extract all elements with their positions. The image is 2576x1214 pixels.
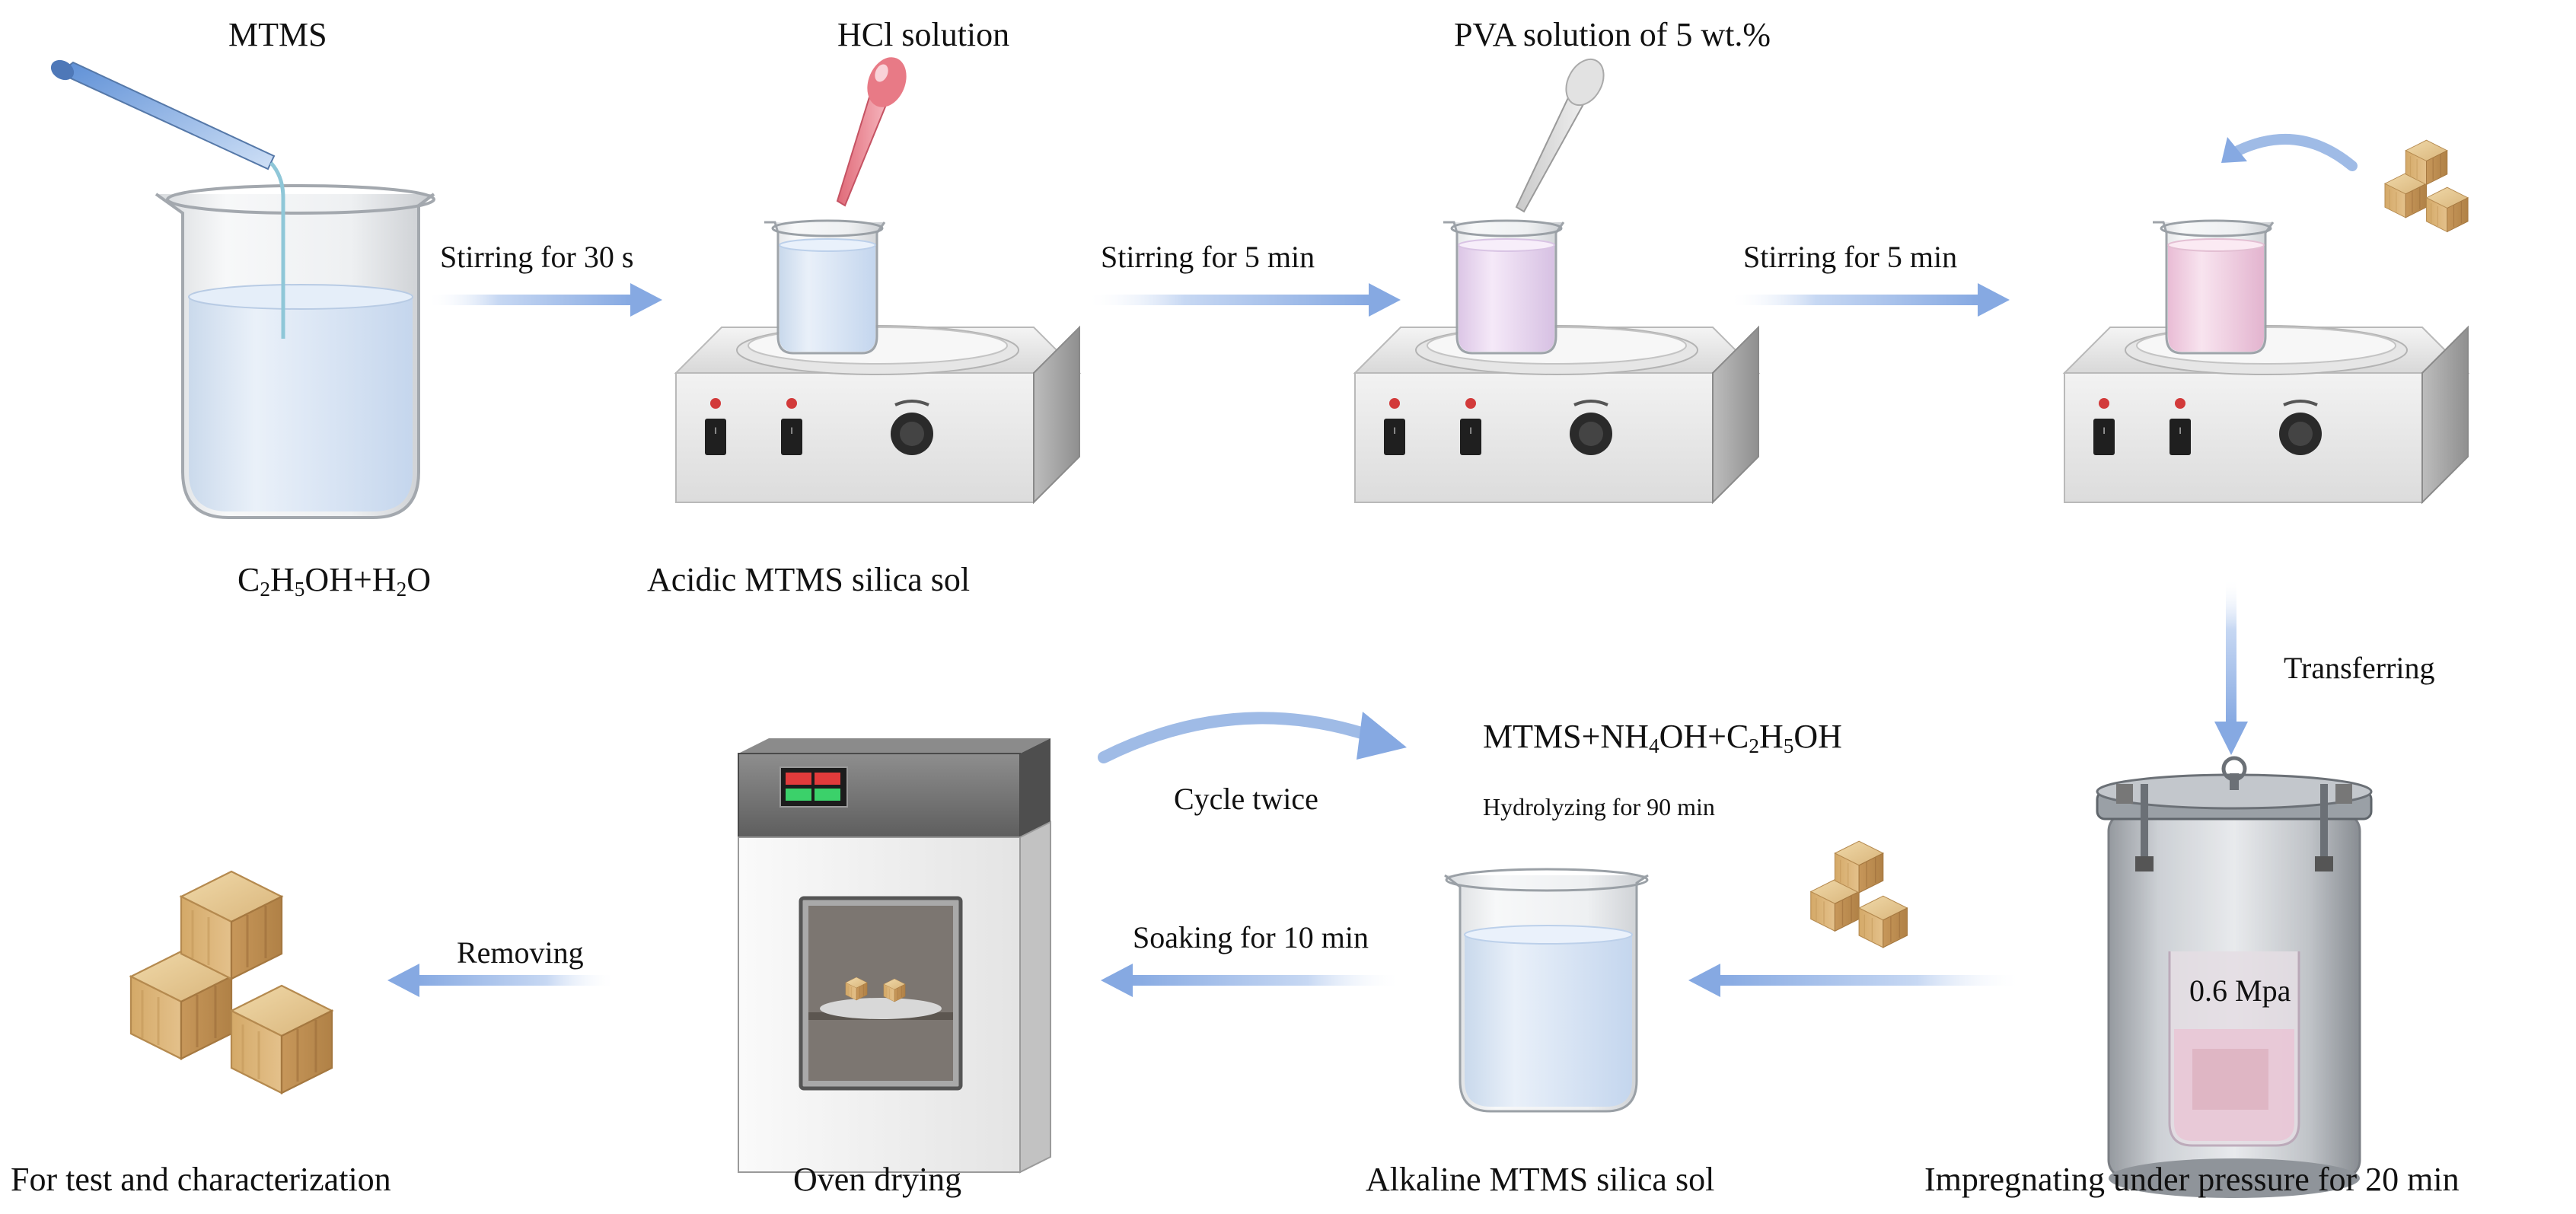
arrow-transferring: [2214, 578, 2248, 755]
caption-acidic-sol: Acidic MTMS silica sol: [647, 561, 971, 598]
arrow-stir-30s: [426, 283, 662, 317]
label-stirring-5min-a: Stirring for 5 min: [1101, 240, 1315, 274]
arrow-stir-5min-a: [1085, 283, 1401, 317]
label-stirring-30s: Stirring for 30 s: [440, 240, 634, 274]
label-pva-solution: PVA solution of 5 wt.%: [1454, 16, 1771, 53]
arrow-removing: [387, 964, 617, 997]
caption-final-use: For test and characterization: [11, 1161, 391, 1198]
caption-impregnating: Impregnating under pressure for 20 min: [1924, 1161, 2460, 1198]
label-soaking: Soaking for 10 min: [1133, 920, 1369, 954]
label-transferring: Transferring: [2284, 651, 2435, 685]
curved-arrow-add-wood: [2221, 134, 2358, 171]
arrow-soaking: [1101, 964, 1403, 997]
caption-oven-drying: Oven drying: [793, 1161, 962, 1198]
caption-ethanol-water: C2H5OH+H2O: [238, 561, 431, 601]
stirrer-wood-immersion: [2063, 219, 2469, 504]
pressure-vessel: [2096, 756, 2373, 1198]
stirrer-acidic-sol: [674, 219, 1081, 504]
caption-alkaline-mix: MTMS+NH4OH+C2H5OH: [1483, 718, 1842, 757]
drying-oven: [738, 738, 1051, 1174]
stirrer-pva: [1353, 219, 1760, 504]
caption-alkaline-sol: Alkaline MTMS silica sol: [1366, 1161, 1715, 1198]
label-cycle-twice: Cycle twice: [1174, 782, 1318, 816]
wood-cubes-final-icon: [129, 870, 333, 1095]
label-hydrolyzing: Hydrolyzing for 90 min: [1483, 793, 1715, 820]
beaker-alkaline-sol: [1444, 868, 1649, 1113]
pipette-mtms-icon: [50, 59, 285, 339]
beaker-ethanol-water: [155, 184, 435, 519]
label-stirring-5min-b: Stirring for 5 min: [1743, 240, 1958, 274]
pipette-hcl-icon: [836, 57, 907, 207]
label-removing: Removing: [457, 935, 584, 970]
label-mtms: MTMS: [228, 16, 327, 53]
label-pressure: 0.6 Mpa: [2189, 973, 2291, 1008]
wood-cubes-alkaline-icon: [1810, 840, 1908, 948]
arrow-to-alkaline-sol: [1688, 964, 2023, 997]
label-hcl-solution: HCl solution: [837, 16, 1010, 53]
wood-cubes-small-icon: [2384, 139, 2469, 233]
arrow-stir-5min-b: [1728, 283, 2010, 317]
arrow-cycle-twice: [1098, 712, 1407, 763]
pipette-pva-icon: [1515, 58, 1605, 213]
